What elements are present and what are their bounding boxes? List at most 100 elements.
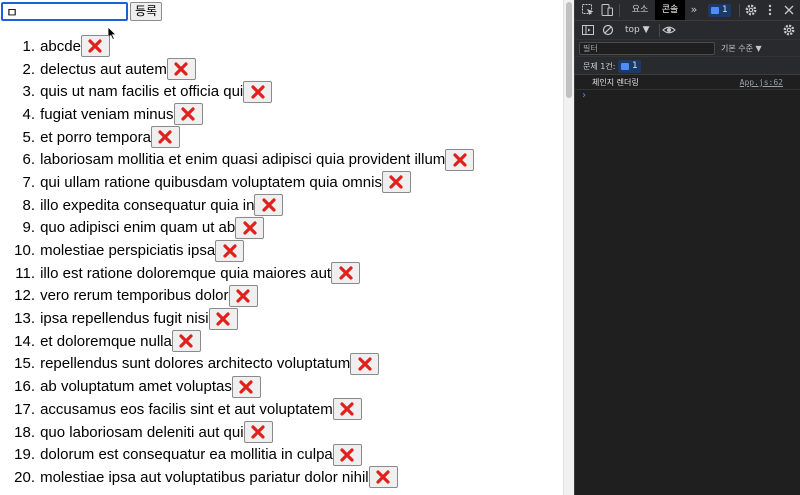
delete-todo-button[interactable] <box>80 35 110 58</box>
delete-todo-button[interactable] <box>368 466 398 489</box>
todo-item: 8. illo expedita consequatur quia in <box>0 194 474 217</box>
eye-icon[interactable] <box>662 23 676 37</box>
todo-number: 4. <box>22 105 35 123</box>
red-x-icon <box>453 153 467 167</box>
todo-number: 18. <box>14 423 35 441</box>
todo-number: 3. <box>22 83 35 101</box>
log-levels-dropdown[interactable]: 기본 수준 ▼ <box>721 44 762 53</box>
todo-number: 20. <box>14 468 35 486</box>
delete-todo-button[interactable] <box>231 375 261 398</box>
todo-text: molestiae perspiciatis ipsa <box>40 242 216 260</box>
delete-todo-button[interactable] <box>350 352 380 375</box>
todo-item: 16. ab voluptatum amet voluptas <box>0 375 474 398</box>
tab-console[interactable]: 콘솔 <box>655 0 685 20</box>
todo-text: qui ullam ratione quibusdam voluptatem q… <box>40 173 382 191</box>
todo-text: ab voluptatum amet voluptas <box>40 378 232 396</box>
todo-number: 19. <box>14 446 35 464</box>
delete-todo-button[interactable] <box>254 194 284 217</box>
todo-item: 9. quo adipisci enim quam ut ab <box>0 216 474 240</box>
todo-number: 1. <box>22 37 35 55</box>
todo-number: 5. <box>22 128 35 146</box>
console-log-message: 체인지 렌더링 <box>592 78 639 87</box>
delete-todo-button[interactable] <box>243 80 273 103</box>
tab-elements[interactable]: 요소 <box>631 5 649 15</box>
red-x-icon <box>262 198 276 212</box>
delete-todo-button[interactable] <box>381 171 411 194</box>
page-scrollbar[interactable] <box>563 0 574 495</box>
todo-item: 3. quis ut nam facilis et officia qui <box>0 80 474 103</box>
context-selector[interactable]: top ▼ <box>625 25 650 35</box>
todo-number: 15. <box>14 355 35 373</box>
tab-divider <box>619 4 620 17</box>
close-icon[interactable] <box>782 3 796 17</box>
issues-bar: 문제 1건: 1 <box>575 56 800 75</box>
inspect-element-icon[interactable] <box>581 3 595 17</box>
device-toolbar-icon[interactable] <box>600 3 614 17</box>
red-x-icon <box>243 221 257 235</box>
kebab-menu-icon[interactable] <box>763 3 777 17</box>
todo-item: 17. accusamus eos facilis sint et aut vo… <box>0 398 474 421</box>
todo-text: vero rerum temporibus dolor <box>40 287 229 305</box>
delete-todo-button[interactable] <box>173 103 203 126</box>
issues-count: 1 <box>632 61 638 71</box>
todo-item: 10. molestiae perspiciatis ipsa <box>0 239 474 262</box>
tab-divider <box>739 4 740 17</box>
delete-todo-button[interactable] <box>445 148 475 171</box>
red-x-icon <box>88 39 103 53</box>
todo-text: illo est ratione doloremque quia maiores… <box>40 264 332 282</box>
todo-text: quo adipisci enim quam ut ab <box>40 219 236 237</box>
red-x-icon <box>179 334 193 348</box>
delete-todo-button[interactable] <box>331 262 361 285</box>
todo-input[interactable] <box>1 2 128 21</box>
messages-badge[interactable]: 1 <box>708 4 731 17</box>
console-prompt[interactable]: › <box>581 90 588 101</box>
todo-text: laboriosam mollitia et enim quasi adipis… <box>40 151 446 169</box>
todo-number: 12. <box>14 287 35 305</box>
delete-todo-button[interactable] <box>332 443 362 466</box>
page-scrollbar-thumb[interactable] <box>566 2 572 98</box>
sidebar-toggle-icon[interactable] <box>581 23 595 37</box>
todo-text: illo expedita consequatur quia in <box>40 196 255 214</box>
gear-icon[interactable] <box>744 3 758 17</box>
todo-item: 20. molestiae ipsa aut voluptatibus pari… <box>0 466 474 489</box>
delete-todo-button[interactable] <box>150 126 180 149</box>
todo-item: 12. vero rerum temporibus dolor <box>0 284 474 308</box>
issues-badge[interactable]: 1 <box>618 60 641 73</box>
more-tabs-button[interactable]: » <box>690 3 698 16</box>
todo-number: 11. <box>15 264 35 282</box>
console-log-source-link[interactable]: App.js:62 <box>739 78 783 87</box>
red-x-icon <box>181 107 195 122</box>
delete-todo-button[interactable] <box>208 307 238 330</box>
console-log-line: 체인지 렌더링 App.js:62 <box>575 76 800 90</box>
delete-todo-button[interactable] <box>166 58 196 81</box>
delete-todo-button[interactable] <box>228 284 258 307</box>
delete-todo-button[interactable] <box>243 421 273 444</box>
todo-text: dolorum est consequatur ea mollitia in c… <box>40 446 333 464</box>
todo-item: 13. ipsa repellendus fugit nisi <box>0 307 474 330</box>
delete-todo-button[interactable] <box>235 216 265 239</box>
delete-todo-button[interactable] <box>332 398 362 421</box>
red-x-icon <box>358 357 372 371</box>
todo-number: 10. <box>14 242 35 260</box>
delete-todo-button[interactable] <box>171 330 201 353</box>
todo-text: quo laboriosam deleniti aut qui <box>40 423 244 441</box>
delete-todo-button[interactable] <box>215 239 245 262</box>
todo-item: 4. fugiat veniam minus <box>0 103 474 126</box>
devtools-tabbar: 요소 콘솔 » 1 <box>575 0 800 21</box>
red-x-icon <box>251 85 265 99</box>
red-x-icon <box>236 289 250 303</box>
todo-item: 15. repellendus sunt dolores architecto … <box>0 352 474 376</box>
todo-item: 2. delectus aut autem <box>0 58 474 81</box>
message-icon <box>711 7 719 14</box>
console-toolbar: top ▼ <box>575 21 800 39</box>
add-todo-button[interactable]: 등록 <box>130 2 162 21</box>
devtools-panel: 요소 콘솔 » 1 top ▼ <box>574 0 800 495</box>
todo-item: 1. abcde <box>0 35 474 58</box>
issues-label[interactable]: 문제 1건: <box>583 62 616 71</box>
issue-icon <box>621 63 629 70</box>
clear-console-icon[interactable] <box>601 23 615 37</box>
filter-input[interactable]: 필터 <box>579 42 715 55</box>
console-settings-gear-icon[interactable] <box>782 23 796 37</box>
